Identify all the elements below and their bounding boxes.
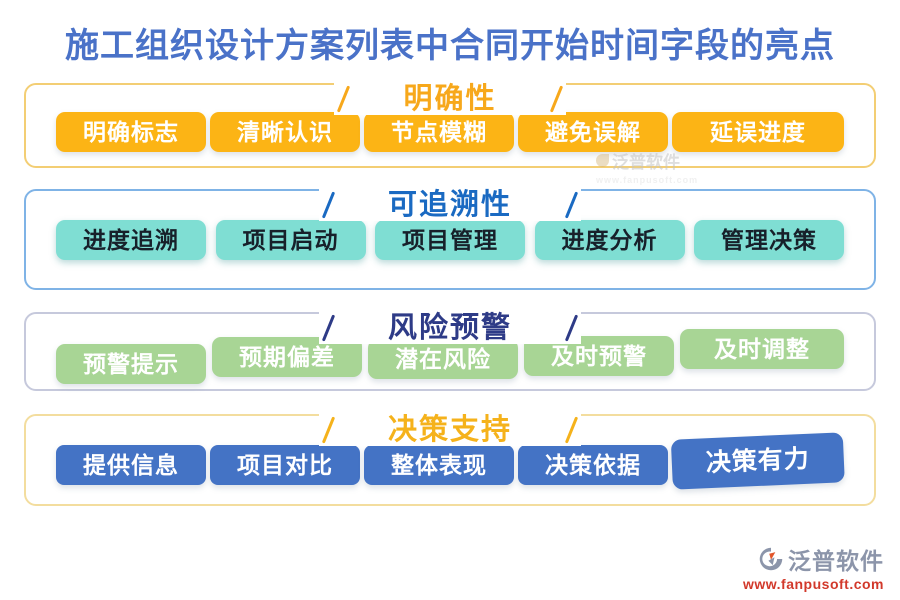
section-heading: 可追溯性 xyxy=(387,188,512,221)
pill-item: 节点模糊 xyxy=(364,111,514,152)
section-clarity: 明确性 明确标志 清晰认识 节点模糊 避免误解 延误进度 xyxy=(24,82,876,168)
section-clarity-header: 明确性 xyxy=(24,82,876,115)
fanpu-logo-url: www.fanpusoft.com xyxy=(743,576,884,592)
pill-item: 提供信息 xyxy=(56,444,206,485)
slash-left-icon xyxy=(321,191,336,219)
slash-left-icon xyxy=(337,85,351,113)
section-heading: 决策支持 xyxy=(387,413,512,446)
slash-right-icon xyxy=(564,314,579,342)
section-risk-warning-header: 风险预警 xyxy=(24,311,876,344)
pill-item: 清晰认识 xyxy=(210,111,360,152)
pill-item: 及时调整 xyxy=(680,328,844,369)
pill-item: 进度追溯 xyxy=(56,219,206,260)
slash-right-icon xyxy=(564,416,579,444)
slash-left-icon xyxy=(321,416,336,444)
slash-right-icon xyxy=(564,191,579,219)
section-heading: 明确性 xyxy=(403,82,497,115)
pill-item: 潜在风险 xyxy=(368,338,518,379)
pill-item: 及时预警 xyxy=(524,335,674,376)
section-box: 进度追溯 项目启动 项目管理 进度分析 管理决策 xyxy=(24,188,876,290)
pill-item: 项目管理 xyxy=(375,219,525,260)
pill-item: 项目启动 xyxy=(215,219,366,260)
pill-item: 决策依据 xyxy=(517,444,668,485)
fanpu-logo: 泛普软件 www.fanpusoft.com xyxy=(743,542,884,592)
fanpu-logo-name: 泛普软件 xyxy=(788,548,884,574)
slash-right-icon xyxy=(549,85,563,113)
section-traceability: 可追溯性 进度追溯 项目启动 项目管理 进度分析 管理决策 xyxy=(24,188,876,290)
section-decision-support-header: 决策支持 xyxy=(24,413,876,446)
pill-item: 延误进度 xyxy=(672,111,844,152)
fanpu-logo-icon xyxy=(759,547,783,571)
pill-item: 整体表现 xyxy=(363,444,514,485)
pill-item: 管理决策 xyxy=(694,219,844,260)
slash-left-icon xyxy=(321,314,336,342)
section-traceability-header: 可追溯性 xyxy=(24,188,876,221)
pill-item: 进度分析 xyxy=(534,219,685,260)
section-risk-warning: 风险预警 预警提示 预期偏差 潜在风险 及时预警 及时调整 xyxy=(24,311,876,391)
section-box: 预警提示 预期偏差 潜在风险 及时预警 及时调整 xyxy=(24,311,876,391)
section-heading: 风险预警 xyxy=(387,311,512,344)
pill-item: 预警提示 xyxy=(56,343,206,384)
pill-item: 项目对比 xyxy=(209,444,360,485)
section-decision-support: 决策支持 提供信息 项目对比 整体表现 决策依据 决策有力 xyxy=(24,413,876,506)
page-title: 施工组织设计方案列表中合同开始时间字段的亮点 xyxy=(65,27,835,65)
pill-item: 明确标志 xyxy=(56,111,206,152)
watermark-subtext: www.fanpusoft.com xyxy=(596,175,699,185)
pill-item: 避免误解 xyxy=(518,111,668,152)
